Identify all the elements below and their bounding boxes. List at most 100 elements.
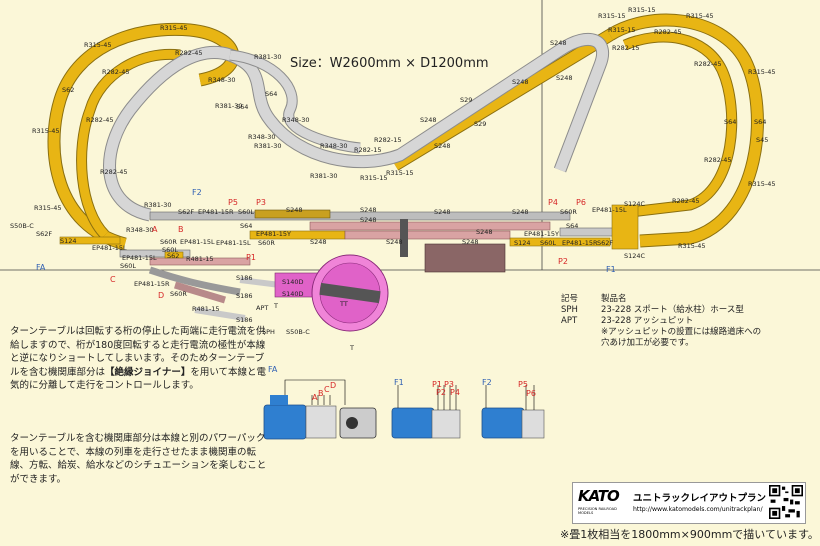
- feeder-markers: F2 P5 P3 P1 A B C D FA P4 P6 P2 F1: [36, 188, 616, 300]
- wiring-label-c: C: [324, 385, 330, 394]
- label-s60r: S60R: [560, 208, 577, 216]
- wiring-label-p3: P3: [444, 380, 454, 389]
- feeder-f1: F1: [606, 265, 616, 274]
- legend-row: 穴あけ加工が必要です。: [561, 338, 761, 349]
- label-s50b-c: S50B-C: [286, 328, 310, 336]
- kato-footer: KATO PRECISION RAILROAD MODELS ユニトラックレイア…: [572, 482, 806, 524]
- label-r381-30: R381-30: [310, 172, 338, 180]
- kato-logo: KATO: [578, 487, 620, 505]
- label-r282-45: R282-45: [100, 168, 128, 176]
- feeder-d: D: [158, 291, 164, 300]
- wiring-label-p6: P6: [526, 389, 536, 398]
- label-s248: S248: [434, 142, 451, 150]
- legend-key: APT: [561, 316, 578, 326]
- label-s124: S124: [60, 237, 77, 245]
- label-r315-45: R315-45: [160, 24, 188, 32]
- scale-note: ※畳1枚相当を1800mm×900mmで描いています。: [560, 528, 819, 541]
- label-r348-30: R348-30: [282, 116, 310, 124]
- label-s64: S64: [724, 118, 736, 126]
- label-r481-15: R481-15: [186, 255, 214, 263]
- layout-size-title: Size：W2600mm × D1200mm: [290, 56, 489, 71]
- inner-loop-track: [103, 32, 610, 222]
- label-tt: TT: [339, 300, 348, 308]
- label-s29: S29: [460, 96, 472, 104]
- feeder-p3: P3: [256, 198, 266, 207]
- legend-key: [561, 338, 601, 349]
- label-ep481-15r: EP481-15R: [198, 208, 234, 216]
- power-pack-f1: [391, 385, 461, 439]
- label-s64: S64: [265, 90, 277, 98]
- kato-url[interactable]: http://www.katomodels.com/unitrackplan/: [633, 506, 763, 513]
- label-ep481-15l: EP481-15L: [180, 238, 215, 246]
- label-r348-30: R348-30: [248, 133, 276, 141]
- feeder-b: B: [178, 225, 184, 234]
- label-r282-45: R282-45: [102, 68, 130, 76]
- label-s248: S248: [420, 116, 437, 124]
- label-r282-45: R282-45: [654, 28, 682, 36]
- legend-key: [561, 327, 601, 338]
- label-r282-15: R282-15: [354, 146, 382, 154]
- legend-row: ※アッシュピットの設置には線路道床への: [561, 327, 761, 338]
- feeder-a: A: [152, 225, 158, 234]
- label-r315-45: R315-45: [32, 127, 60, 135]
- wiring-diagrams: FA A B C D F1 P1 P2 P3 P4 F2 P5 P6: [263, 365, 545, 440]
- label-s186: S186: [236, 316, 253, 324]
- label-ep481-15y: EP481-15Y: [524, 230, 559, 238]
- legend-val: ※アッシュピットの設置には線路道床への: [601, 327, 762, 337]
- label-s248: S248: [386, 238, 403, 246]
- note-text: ターンテーブルは回転する桁の停止した両端に走行電流を供給しますので、桁が180度…: [10, 326, 266, 378]
- label-s60l: S60L: [540, 239, 556, 247]
- label-s248: S248: [462, 238, 479, 246]
- label-apt: APT: [256, 304, 268, 312]
- label-r315-45: R315-45: [748, 68, 776, 76]
- label-r348-30: R348-30: [208, 76, 236, 84]
- label-ep481-15l: EP481-15L: [216, 239, 251, 247]
- label-s29: S29: [474, 120, 486, 128]
- wiring-label-f2: F2: [482, 378, 492, 387]
- label-r381-30: R381-30: [254, 53, 282, 61]
- label-ep481-15r: EP481-15R: [134, 280, 170, 288]
- label-r282-45: R282-45: [694, 60, 722, 68]
- label-s140d: S140D: [282, 290, 304, 298]
- label-s248: S248: [286, 206, 303, 214]
- label-r282-45: R282-45: [86, 116, 114, 124]
- feeder-p6: P6: [576, 198, 586, 207]
- label-r315-15: R315-15: [598, 12, 626, 20]
- label-s248: S248: [476, 228, 493, 236]
- wiring-label-p4: P4: [450, 388, 460, 397]
- label-ep481-15l: EP481-15L: [92, 244, 127, 252]
- label-s64: S64: [240, 222, 252, 230]
- label-r315-15: R315-15: [628, 6, 656, 14]
- label-r348-30: R348-30: [126, 226, 154, 234]
- label-s62f: S62F: [36, 230, 52, 238]
- label-s248: S248: [360, 216, 377, 224]
- legend-row: APT 23-228 アッシュピット: [561, 316, 761, 327]
- legend-row: SPH 23-228 スポート（給水柱）ホース型: [561, 305, 761, 316]
- legend-header-key: 記号: [561, 294, 579, 304]
- label-s248: S248: [512, 208, 529, 216]
- label-t: T: [349, 344, 354, 352]
- label-s124: S124: [514, 239, 531, 247]
- wiring-label-a: A: [312, 393, 318, 402]
- label-r315-45: R315-45: [84, 41, 112, 49]
- wiring-label-d: D: [330, 381, 336, 390]
- note-separate-power-pack: ターンテーブルを含む機関庫部分は本線と別のパワーパックを用いることで、本線の列車…: [10, 433, 267, 485]
- label-s60r: S60R: [258, 239, 275, 247]
- power-pack-main: [263, 379, 377, 440]
- label-s186: S186: [236, 292, 253, 300]
- wiring-label-b: B: [318, 389, 324, 398]
- label-s64: S64: [566, 222, 578, 230]
- label-r282-15: R282-15: [374, 136, 402, 144]
- label-ep481-15y: EP481-15Y: [256, 230, 291, 238]
- label-s248: S248: [434, 208, 451, 216]
- label-ep481-15l: EP481-15L: [122, 254, 157, 262]
- legend-header-val: 製品名: [601, 294, 627, 304]
- label-s45: S45: [756, 136, 768, 144]
- label-s62: S62: [167, 252, 179, 260]
- label-sph: SPH: [262, 328, 275, 336]
- wiring-label-f1: F1: [394, 378, 404, 387]
- label-s60l: S60L: [238, 208, 254, 216]
- label-s248: S248: [512, 78, 529, 86]
- label-s60l: S60L: [162, 246, 178, 254]
